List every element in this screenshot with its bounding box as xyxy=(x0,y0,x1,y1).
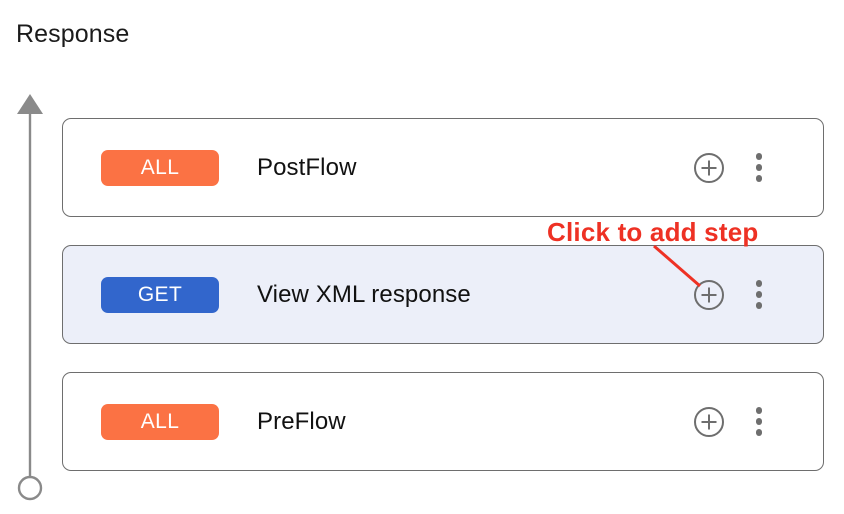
timeline-arrow-icon xyxy=(17,94,43,501)
flow-direction-axis xyxy=(0,80,62,505)
flow-step-row-postflow[interactable]: ALL PostFlow xyxy=(62,118,824,217)
page-title: Response xyxy=(16,20,130,48)
annotation-label: Click to add step xyxy=(547,217,759,247)
plus-circle-icon[interactable] xyxy=(693,152,725,184)
flow-step-row-view-xml-response[interactable]: GET View XML response xyxy=(62,245,824,344)
flow-step-list: ALL PostFlow GET View XML response xyxy=(62,118,824,471)
plus-circle-icon[interactable] xyxy=(693,279,725,311)
method-badge-all: ALL xyxy=(101,403,219,440)
row-actions xyxy=(693,279,771,311)
flow-step-row-preflow[interactable]: ALL PreFlow xyxy=(62,372,824,471)
plus-circle-icon[interactable] xyxy=(693,406,725,438)
row-actions xyxy=(693,406,771,438)
row-actions xyxy=(693,152,771,184)
flow-step-name: PreFlow xyxy=(257,407,346,435)
method-badge-all: ALL xyxy=(101,149,219,186)
kebab-menu-icon[interactable] xyxy=(747,152,771,184)
kebab-menu-icon[interactable] xyxy=(747,406,771,438)
flow-step-name: PostFlow xyxy=(257,153,357,181)
flow-step-name: View XML response xyxy=(257,280,471,308)
method-badge-get: GET xyxy=(101,276,219,313)
kebab-menu-icon[interactable] xyxy=(747,279,771,311)
